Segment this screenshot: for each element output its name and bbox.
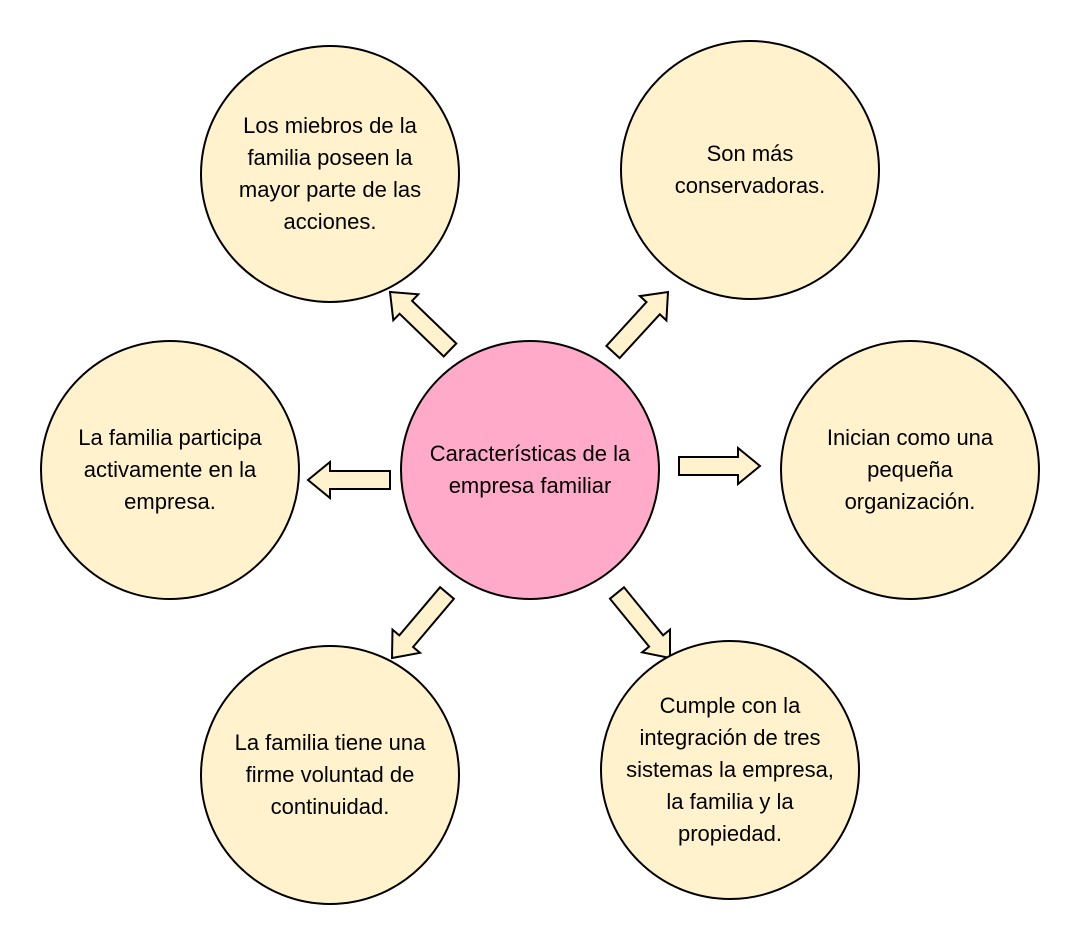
arrow-to-top-right: [604, 290, 670, 360]
node-bottom-right: Cumple con la integración de tres sistem…: [600, 640, 860, 900]
node-bottom-left-label: La familia tiene una firme voluntad de c…: [234, 730, 426, 819]
arrow-to-right: [678, 445, 762, 487]
center-node-label: Características de la empresa familiar: [429, 441, 631, 498]
node-top-left-label: Los miebros de la familia poseen la mayo…: [238, 113, 422, 234]
arrow-to-left: [306, 459, 391, 501]
arrow-to-bottom-left: [390, 585, 456, 660]
node-left-label: La familia participa activamente en la e…: [78, 425, 262, 514]
node-right: Inician como una pequeña organización.: [780, 340, 1040, 600]
node-top-left: Los miebros de la familia poseen la mayo…: [200, 45, 460, 303]
node-bottom-right-label: Cumple con la integración de tres sistem…: [626, 693, 834, 846]
center-node: Características de la empresa familiar: [400, 340, 660, 600]
node-bottom-left: La familia tiene una firme voluntad de c…: [200, 645, 460, 905]
node-top-right: Son más conservadoras.: [620, 40, 880, 300]
node-left: La familia participa activamente en la e…: [40, 340, 300, 600]
node-right-label: Inician como una pequeña organización.: [826, 425, 994, 514]
node-top-right-label: Son más conservadoras.: [674, 141, 826, 198]
arrow-to-bottom-right: [608, 585, 671, 660]
arrow-to-top-left: [388, 290, 458, 358]
